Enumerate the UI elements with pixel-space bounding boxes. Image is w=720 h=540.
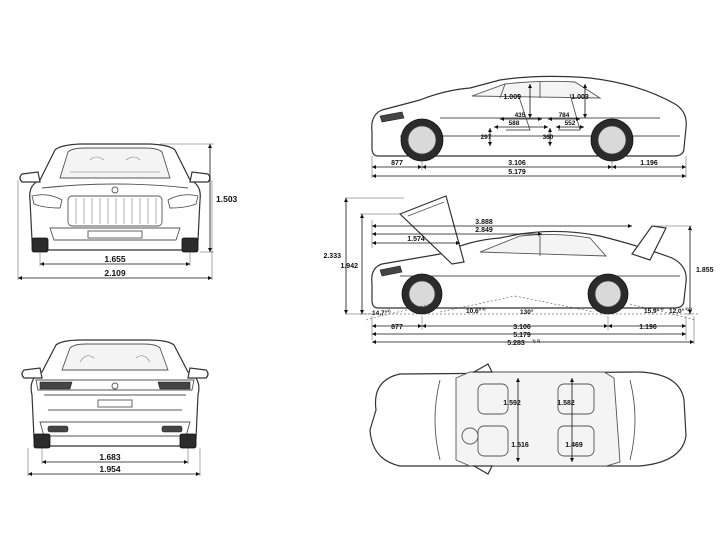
rear-track-label: 1.683	[99, 452, 121, 462]
breakover-label: 10,6°	[466, 307, 482, 315]
angle-rear-12-sup: 1)2)	[685, 306, 693, 311]
front-track-label: 1.655	[104, 254, 126, 264]
height-trunk-label: 1.855	[696, 267, 714, 274]
side-interior-length-label: 5.179	[508, 169, 526, 176]
angle-rear-sup: 1)	[660, 306, 664, 311]
hip-rear-label: 1.469	[565, 442, 583, 449]
angle-130-label: 130°	[520, 308, 534, 316]
rear-view: 1.683 1.954	[21, 339, 209, 476]
len-3888-label: 3.888	[475, 219, 493, 226]
headroom-rear-label: 1.003	[571, 94, 589, 101]
height-open-label: 2.333	[323, 253, 341, 260]
seat-height-front-label: 297	[481, 134, 492, 141]
side-open-view: 2.333 1.942 1.855 3.888 2.849 1.574 14,7…	[323, 195, 714, 347]
side-interior-view: 1.009 1.003 435 588 784 552 297 360 877 …	[371, 75, 687, 178]
legroom-rear-784-label: 784	[559, 112, 570, 119]
len-1574-label: 1.574	[407, 236, 425, 243]
front-view: 1.655 2.109 1.503	[17, 143, 238, 280]
side-open-length-long-sup: 1) 2)	[532, 338, 541, 343]
hip-front-label: 1.516	[511, 442, 529, 449]
seat-height-rear-label: 360	[543, 134, 554, 141]
legroom-front-588-label: 588	[509, 120, 520, 127]
legroom-front-435-label: 435	[515, 112, 526, 119]
side-open-length-label: 5.179	[513, 332, 531, 339]
angle-rear-label: 15,9°	[644, 307, 660, 315]
side-open-car-illustration	[360, 195, 700, 321]
rear-width-label: 1.954	[99, 464, 121, 474]
side-open-wheelbase-label: 3.106	[513, 324, 531, 331]
rear-car-illustration	[21, 339, 209, 449]
front-car-illustration	[19, 143, 211, 253]
len-2849-label: 2.849	[475, 227, 493, 234]
angle-rear-12-label: 12,0°	[669, 307, 685, 315]
front-height-label: 1.503	[216, 194, 238, 204]
top-car-illustration	[369, 363, 687, 475]
top-view: 1.592 1.516 1.582 1.469	[369, 363, 687, 475]
headroom-front-label: 1.009	[503, 94, 521, 101]
side-open-front-overhang-label: 877	[391, 324, 403, 331]
height-hood-label: 1.942	[340, 263, 358, 270]
side-interior-wheelbase-label: 3.106	[508, 160, 526, 167]
side-open-rear-overhang-label: 1.196	[639, 324, 657, 331]
side-open-length-long-label: 5.283	[507, 340, 525, 347]
side-interior-rear-overhang-label: 1.196	[640, 160, 658, 167]
front-width-label: 2.109	[104, 268, 126, 278]
shoulder-front-label: 1.592	[503, 400, 521, 407]
side-interior-front-overhang-label: 877	[391, 160, 403, 167]
legroom-rear-552-label: 552	[565, 120, 576, 127]
breakover-sup: 1)	[482, 306, 486, 311]
shoulder-rear-label: 1.582	[557, 400, 575, 407]
angle-front-label: 14,7°	[372, 309, 388, 317]
angle-front-sup: 1)	[387, 308, 391, 313]
